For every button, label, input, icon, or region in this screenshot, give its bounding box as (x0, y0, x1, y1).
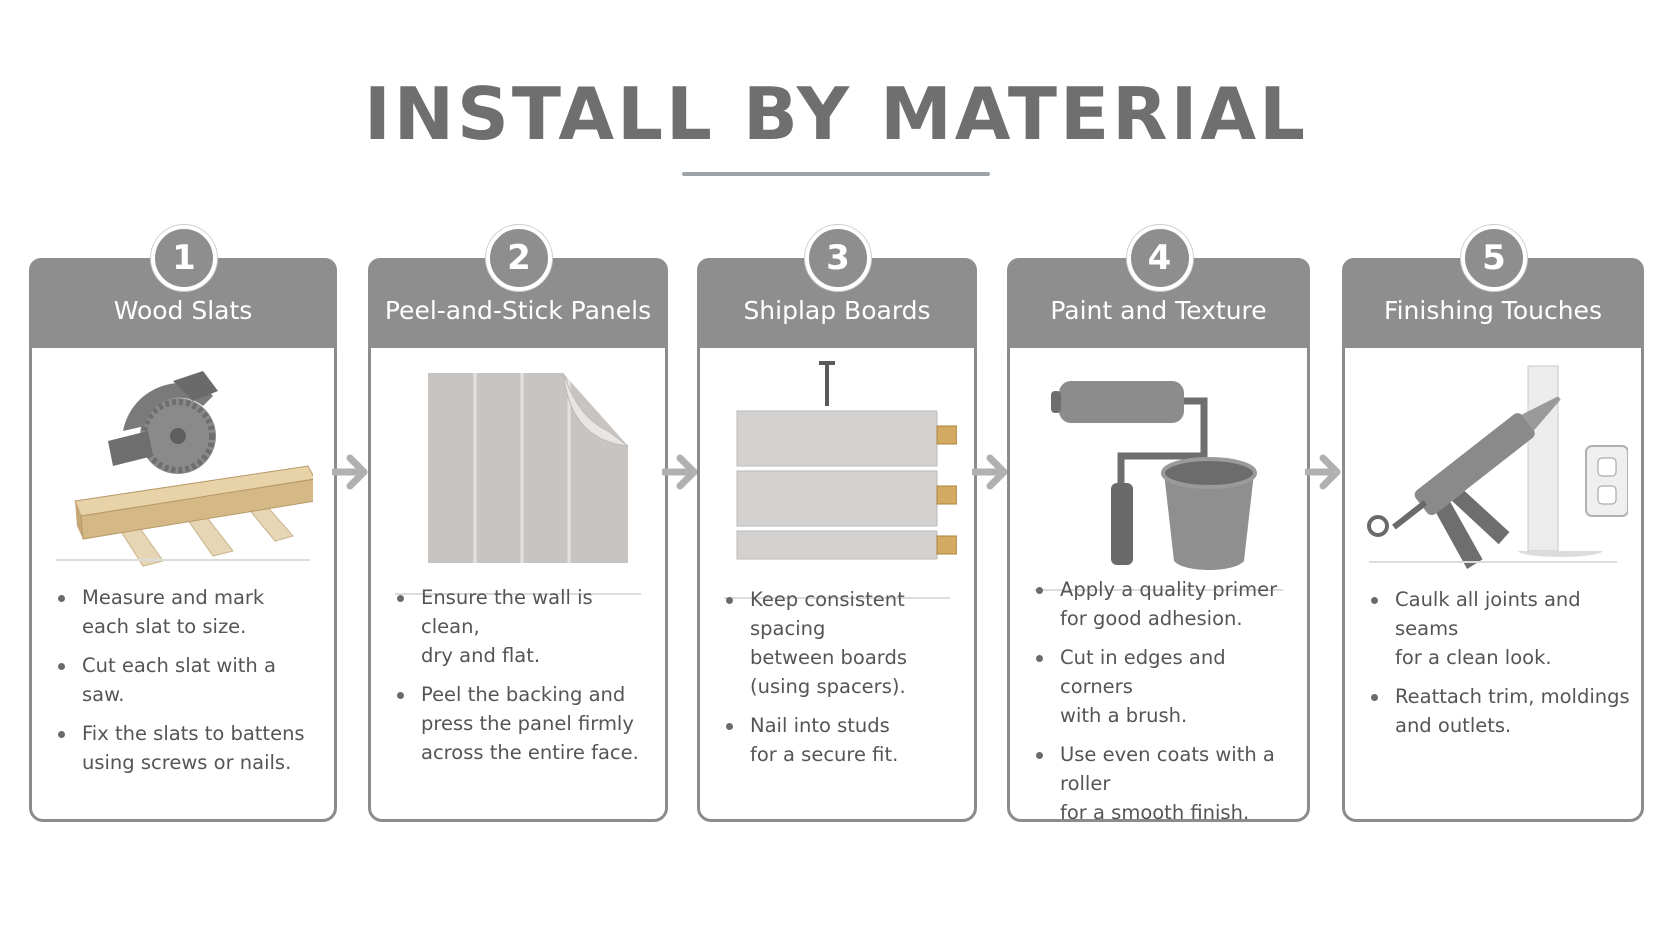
list-item: Measure and mark each slat to size. (56, 583, 324, 641)
step-list: Ensure the wall is clean, dry and flat. … (395, 583, 655, 777)
step-number-badge: 1 (151, 225, 217, 291)
list-item: Peel the backing and press the panel fir… (395, 680, 655, 767)
card-title: Wood Slats (113, 296, 253, 325)
step-list: Keep consistent spacing between boards (… (724, 585, 964, 779)
step-number-badge: 5 (1461, 225, 1527, 291)
arrow-right-icon (332, 454, 368, 490)
card-header: Peel-and-Stick Panels (368, 258, 668, 348)
list-item: Caulk all joints and seams for a clean l… (1369, 585, 1631, 672)
card-title: Shiplap Boards (743, 296, 931, 325)
card-title: Peel-and-Stick Panels (384, 296, 652, 325)
list-item: Ensure the wall is clean, dry and flat. (395, 583, 655, 670)
divider (395, 593, 641, 595)
step-list: Apply a quality primer for good adhesion… (1034, 575, 1297, 837)
caulk-gun-icon (1345, 361, 1641, 581)
list-item: Reattach trim, moldings and outlets. (1369, 682, 1631, 740)
card-finishing-touches: Finishing Touches 5 Caulk all joints and… (1342, 225, 1644, 822)
card-wood-slats: Wood Slats 1 Measure and mark each slat … (29, 225, 337, 822)
arrow-right-icon (662, 454, 698, 490)
panel-icon (371, 361, 665, 581)
list-item: Nail into studs for a secure fit. (724, 711, 964, 769)
paint-roller-icon (1010, 361, 1307, 581)
list-item: Cut in edges and corners with a brush. (1034, 643, 1297, 730)
title-underline (682, 172, 990, 176)
card-paint-and-texture: Paint and Texture 4 Apply a quality prim… (1007, 225, 1310, 824)
list-item: Keep consistent spacing between boards (… (724, 585, 964, 701)
arrow-right-icon (1305, 454, 1341, 490)
list-item: Apply a quality primer for good adhesion… (1034, 575, 1297, 633)
divider (1369, 561, 1617, 563)
arrow-right-icon (972, 454, 1008, 490)
shiplap-boards-icon (700, 361, 974, 581)
page-title: INSTALL BY MATERIAL (363, 72, 1309, 156)
step-list: Measure and mark each slat to size. Cut … (56, 583, 324, 787)
divider (724, 597, 950, 599)
card-title: Paint and Texture (1050, 296, 1267, 325)
step-number-badge: 3 (805, 225, 871, 291)
divider (56, 559, 310, 561)
miter-saw-icon (32, 361, 334, 581)
list-item: Fix the slats to battens using screws or… (56, 719, 324, 777)
divider (1034, 589, 1283, 591)
step-number-badge: 4 (1126, 225, 1193, 291)
card-title: Finishing Touches (1384, 296, 1602, 325)
list-item: Cut each slat with a saw. (56, 651, 324, 709)
step-list: Caulk all joints and seams for a clean l… (1369, 585, 1631, 750)
card-shiplap-boards: Shiplap Boards 3 Keep consistent spacing… (697, 225, 977, 822)
list-item: Use even coats with a roller for a smoot… (1034, 740, 1297, 827)
card-peel-and-stick: Peel-and-Stick Panels 2 Ensure the wall … (368, 225, 668, 822)
step-number-badge: 2 (486, 225, 552, 291)
